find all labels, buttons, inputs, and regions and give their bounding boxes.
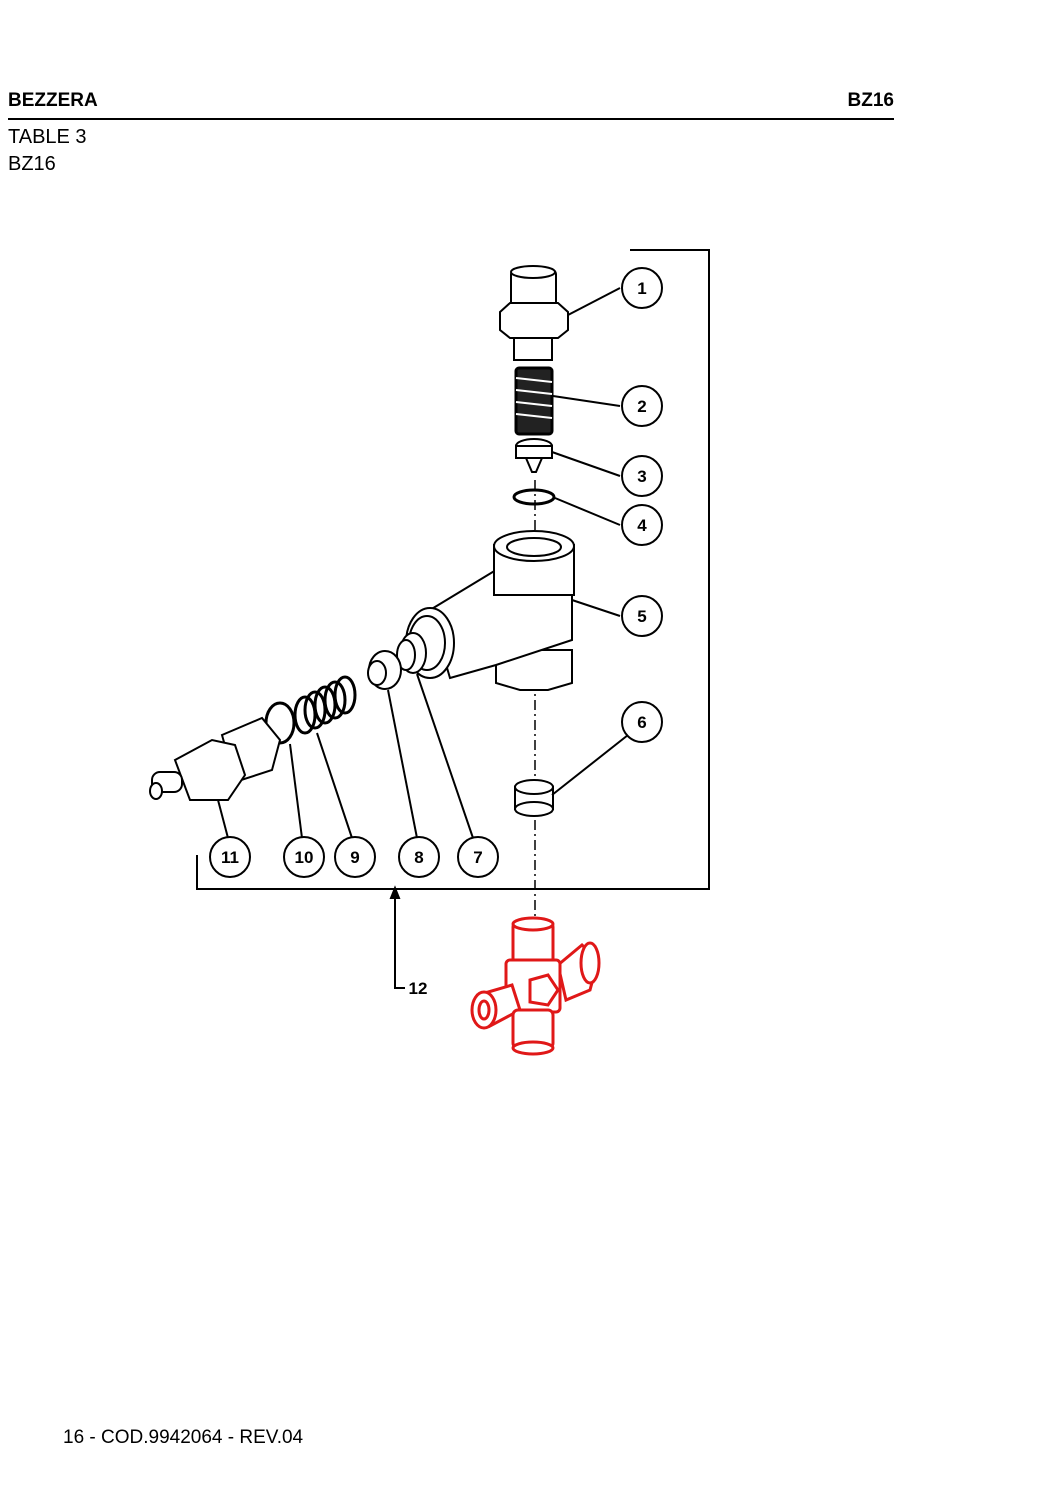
part-spring-9 xyxy=(293,675,357,735)
callout-label-6: 6 xyxy=(637,713,646,732)
callout-label-7: 7 xyxy=(473,848,482,867)
assembly-label-12: 12 xyxy=(409,979,428,998)
callout-label-1: 1 xyxy=(637,279,646,298)
leader-8 xyxy=(387,689,418,839)
part-cap-6 xyxy=(514,779,554,817)
table-title: TABLE 3 xyxy=(8,126,87,148)
part-spring-2 xyxy=(514,366,554,436)
leader-3 xyxy=(551,451,621,477)
callout-label-10: 10 xyxy=(295,848,314,867)
callout-circle-2 xyxy=(621,385,663,427)
leader-5 xyxy=(571,599,621,617)
leader-12 xyxy=(394,895,405,989)
leader-11 xyxy=(217,799,229,839)
callout-circle-7 xyxy=(457,836,499,878)
table-model: BZ16 xyxy=(8,153,56,175)
callout-label-11: 11 xyxy=(221,848,239,867)
assembly-bracket xyxy=(196,249,710,890)
part-body-5 xyxy=(405,530,575,691)
callout-circle-11 xyxy=(209,836,251,878)
leader-2 xyxy=(552,395,621,407)
part-fitting-1 xyxy=(499,265,569,361)
callout-circle-3 xyxy=(621,455,663,497)
callout-circle-1 xyxy=(621,267,663,309)
page-footer: 16 - COD.9942064 - REV.04 xyxy=(63,1427,304,1448)
callout-label-9: 9 xyxy=(350,848,359,867)
leader-7 xyxy=(416,673,474,839)
part-valve-3 xyxy=(515,438,553,473)
leader-6 xyxy=(551,734,629,796)
part-nut-8 xyxy=(367,650,402,690)
leader-10 xyxy=(289,743,303,839)
callout-circle-4 xyxy=(621,504,663,546)
leader-9 xyxy=(316,732,353,839)
callout-label-2: 2 xyxy=(637,397,646,416)
header-model: BZ16 xyxy=(847,90,894,111)
callout-label-4: 4 xyxy=(637,516,647,535)
callout-circle-6 xyxy=(621,701,663,743)
part-seal-7 xyxy=(396,632,427,674)
part-fitting-11 xyxy=(149,716,282,801)
callout-circle-8 xyxy=(398,836,440,878)
part-oring-4 xyxy=(512,488,556,506)
page-header: BEZZERA BZ16 xyxy=(8,88,894,120)
callout-circle-9 xyxy=(334,836,376,878)
brand-name: BEZZERA xyxy=(8,90,98,111)
callout-label-5: 5 xyxy=(637,607,646,626)
callout-circle-10 xyxy=(283,836,325,878)
callout-label-8: 8 xyxy=(414,848,423,867)
callout-circle-5 xyxy=(621,595,663,637)
leader-4 xyxy=(554,497,621,526)
leader-1 xyxy=(567,287,621,316)
part-cross-fitting-highlight xyxy=(470,916,601,1056)
callout-label-3: 3 xyxy=(637,467,646,486)
